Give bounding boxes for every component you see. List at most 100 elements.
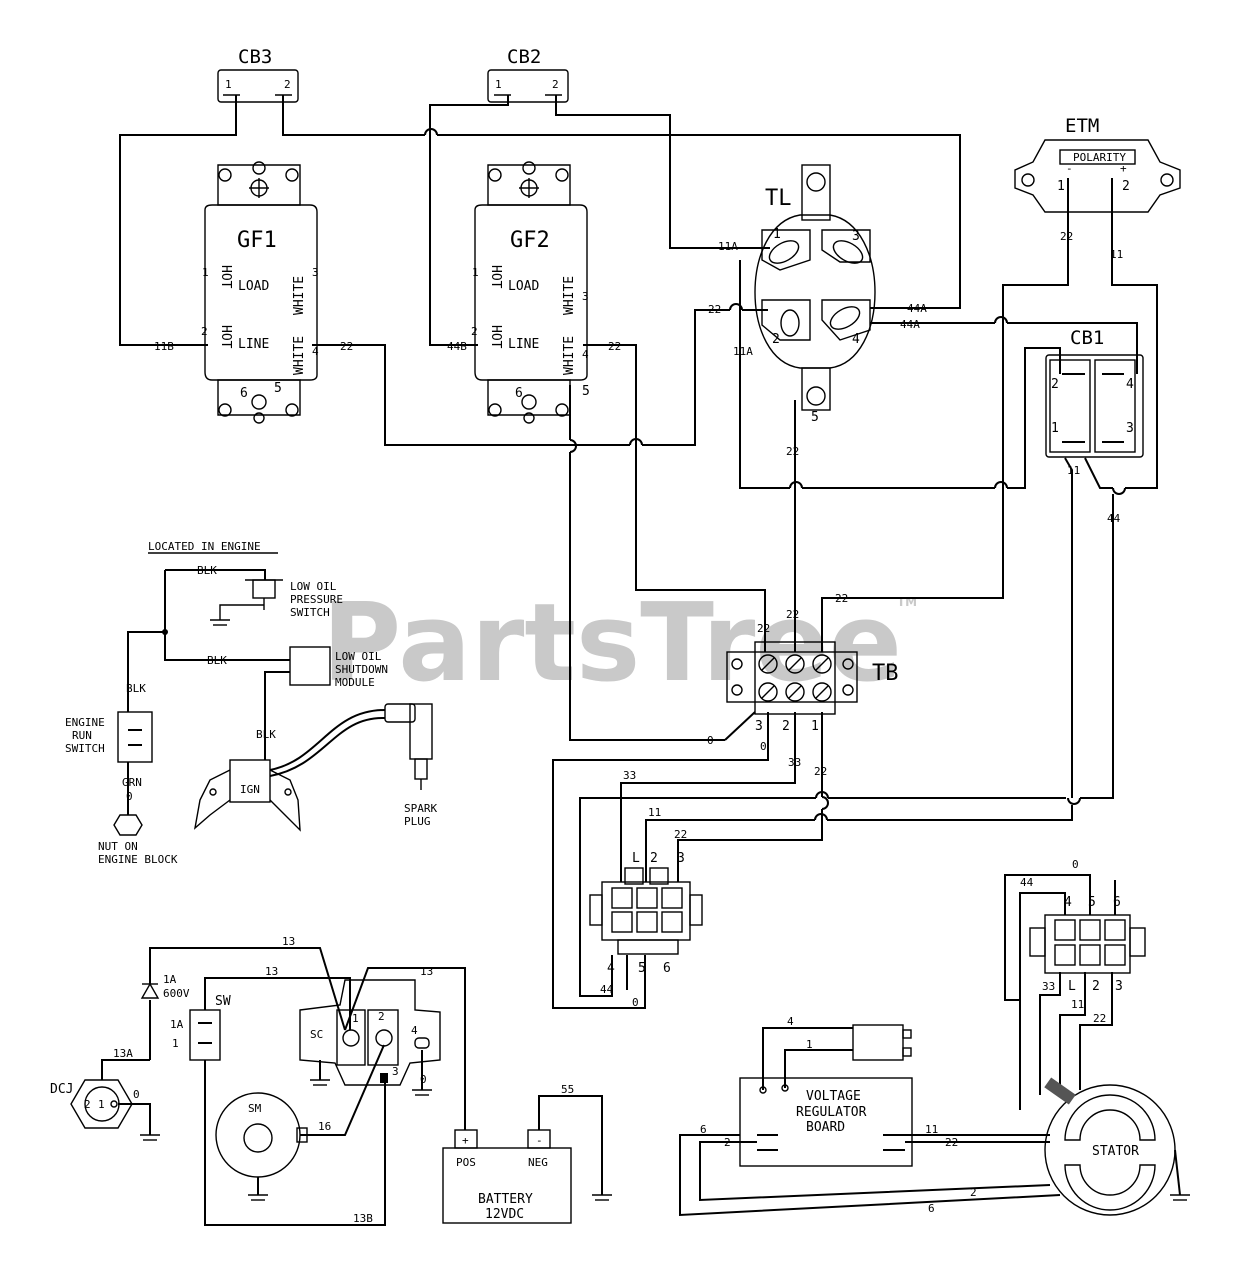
wire-22-gf2: 22 <box>608 340 621 353</box>
cb3-pin-2: 2 <box>284 78 291 91</box>
gf2-hot-load: HOT <box>488 265 503 289</box>
dcj-pin-2: 2 <box>84 1098 91 1111</box>
spark-text-2: PLUG <box>404 815 431 828</box>
cb2-pin-1: 1 <box>495 78 502 91</box>
cb2-pin-2: 2 <box>552 78 559 91</box>
voltage-regulator-board: VOLTAGE REGULATOR BOARD 4 1 2 6 11 22 2 … <box>679 1015 1061 1217</box>
wire-22-conn: 22 <box>674 828 687 841</box>
stator: STATOR <box>1044 1077 1190 1216</box>
cb1-pin-2: 2 <box>1051 377 1059 392</box>
losm-text-3: MODULE <box>335 676 375 689</box>
cb1-pin-4: 4 <box>1126 377 1134 392</box>
nut-text-2: ENGINE BLOCK <box>98 853 178 866</box>
circuit-breaker-cb1: CB1 2 4 1 3 <box>1045 327 1144 458</box>
spark-text-1: SPARK <box>404 802 437 815</box>
wire-13b: 13B <box>353 1212 373 1225</box>
wire-11-etm: 11 <box>1110 248 1123 261</box>
middle-wire-labels: 33 33 11 22 22 0 44 0 <box>600 740 827 1009</box>
blk-2: BLK <box>207 654 227 667</box>
wire-22-tb-bottom: 22 <box>814 765 827 778</box>
gf2-pin-3: 3 <box>582 290 589 303</box>
gf1-load: LOAD <box>238 279 269 294</box>
wire-13a: 13A <box>113 1047 133 1060</box>
stator-conn-pin-4: 4 <box>1064 895 1072 910</box>
tl-label: TL <box>765 186 792 211</box>
lops-text-2: PRESSURE <box>290 593 343 606</box>
wire-22-tb3: 22 <box>757 622 770 635</box>
stator-conn-wire-0: 0 <box>1072 858 1079 871</box>
ign-label: IGN <box>240 783 260 796</box>
gf1-pin-3: 3 <box>312 266 319 279</box>
blk-4: BLK <box>256 728 276 741</box>
sc-label: SC <box>310 1028 323 1041</box>
stator-conn-pin-6: 6 <box>1113 895 1121 910</box>
gf1-pin-1: 1 <box>202 266 209 279</box>
lops-text-3: SWITCH <box>290 606 330 619</box>
tl-pin-3: 3 <box>852 229 860 244</box>
stator-conn-wire-44: 44 <box>1020 876 1034 889</box>
gf2-pin-4: 4 <box>582 348 589 361</box>
gf1-white-line: WHITE <box>292 336 307 375</box>
etm-polarity: POLARITY <box>1073 151 1126 164</box>
tl-pin-1: 1 <box>773 227 781 242</box>
vr-text-2: REGULATOR <box>796 1105 867 1120</box>
dcj-label: DCJ <box>50 1082 73 1097</box>
stator-conn-wire-22: 22 <box>1093 1012 1106 1025</box>
etm-plus: + <box>1120 162 1127 175</box>
battery-minus: - <box>536 1134 543 1147</box>
stator-label: STATOR <box>1092 1144 1139 1159</box>
wire-44a-bottom: 44A <box>900 318 920 331</box>
gf1-label: GF1 <box>237 228 277 253</box>
wire-44b: 44B <box>447 340 467 353</box>
blk-3: BLK <box>126 682 146 695</box>
battery-label-1: BATTERY <box>478 1192 533 1207</box>
gf1-pin-5: 5 <box>274 381 282 396</box>
dcj-wire-0: 0 <box>133 1088 140 1101</box>
sw-1a: 1A <box>170 1018 184 1031</box>
battery-label-2: 12VDC <box>485 1207 524 1222</box>
ers-text-2: RUN <box>72 729 92 742</box>
vr-text-1: VOLTAGE <box>806 1089 861 1104</box>
twist-lock-receptacle-tl: TL 1 3 2 4 5 <box>754 164 876 425</box>
wire-22-tb1: 22 <box>835 592 848 605</box>
vr-wire-11: 11 <box>925 1123 938 1136</box>
circuit-breaker-cb3: CB3 1 2 <box>217 46 299 103</box>
wire-0-conn: 0 <box>632 996 639 1009</box>
cb1-pin-1: 1 <box>1051 421 1059 436</box>
wire-44a-top: 44A <box>907 302 927 315</box>
gf1-pin-2: 2 <box>201 325 208 338</box>
gf1-hot-line: HOT <box>218 325 233 349</box>
gf2-label: GF2 <box>510 228 550 253</box>
gf2-load: LOAD <box>508 279 539 294</box>
grn: GRN <box>122 776 142 789</box>
conn-left-pin-5: 5 <box>638 961 646 976</box>
ers-text-1: ENGINE <box>65 716 105 729</box>
cb1-label: CB1 <box>1070 327 1104 349</box>
stator-conn-pin-5: 5 <box>1088 895 1096 910</box>
sw-label: SW <box>215 994 231 1009</box>
etm-label: ETM <box>1065 115 1099 137</box>
cb2-label: CB2 <box>507 46 541 68</box>
etm-minus: - <box>1066 162 1073 175</box>
losm-text-1: LOW OIL <box>335 650 382 663</box>
battery-neg: NEG <box>528 1156 548 1169</box>
vr-wire-2-bottom: 2 <box>970 1186 977 1199</box>
gf2-pin-5: 5 <box>582 384 590 399</box>
top-wire-labels: 11B 44B 22 22 11A 11A 22 44A 44A 22 22 1… <box>154 230 1123 747</box>
grn-wire-0: 0 <box>126 790 133 803</box>
located-in-engine: LOCATED IN ENGINE <box>148 540 261 553</box>
wire-22-tl: 22 <box>708 303 721 316</box>
watermark: PartsTree <box>322 581 902 706</box>
vr-wire-22: 22 <box>945 1136 958 1149</box>
gf2-pin-6: 6 <box>515 386 523 401</box>
sc-pin-1: 1 <box>352 1012 359 1025</box>
sm-label: SM <box>248 1102 262 1115</box>
tb-pin-1: 1 <box>811 719 819 734</box>
cb3-label: CB3 <box>238 46 272 68</box>
conn-left-pin-l: L <box>632 851 640 866</box>
wire-13-mid: 13 <box>265 965 278 978</box>
stator-conn-pin-3: 3 <box>1115 979 1123 994</box>
engine-section: LOCATED IN ENGINE LOW OIL PRESSURE SWITC… <box>65 540 437 866</box>
etm-pin-2: 2 <box>1122 179 1130 194</box>
